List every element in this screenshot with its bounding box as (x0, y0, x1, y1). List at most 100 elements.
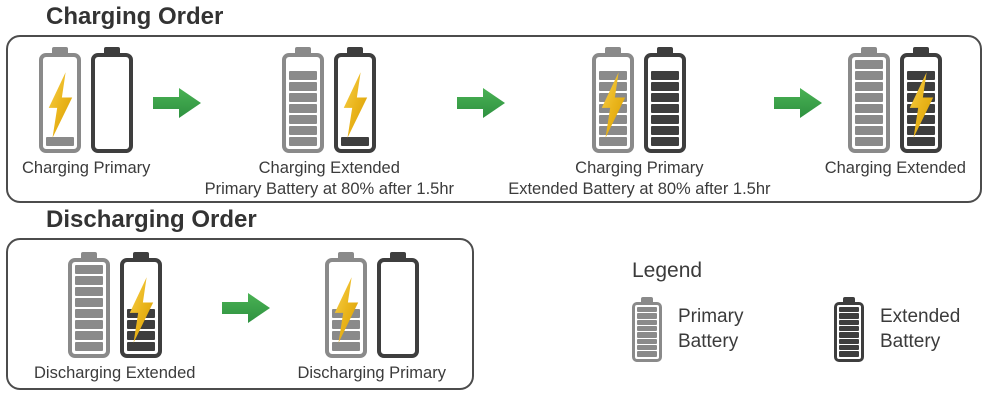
battery-body (67, 257, 110, 358)
battery-segment (907, 70, 936, 80)
battery-segment (127, 276, 155, 285)
battery-segment (127, 287, 155, 296)
battery-segment (289, 81, 318, 91)
charging-order-title: Charging Order (46, 3, 224, 30)
battery-segment (907, 92, 936, 102)
battery-body (324, 257, 367, 358)
battery-segment (855, 125, 884, 135)
battery-segment (384, 265, 412, 274)
charging-stage-1: Charging Primary (22, 46, 151, 178)
arrow-right-icon (153, 86, 202, 125)
battery-body (834, 301, 864, 362)
battery-segment (839, 319, 859, 325)
extended-battery-icon (644, 46, 687, 153)
battery-segment (599, 114, 628, 124)
battery-segment (839, 332, 859, 338)
battery-body (632, 301, 662, 362)
battery-segment (839, 325, 859, 332)
battery-segment (599, 70, 628, 80)
battery-terminal (605, 46, 622, 53)
battery-segment (74, 330, 103, 340)
battery-segment (651, 114, 680, 124)
legend-item-label: Primary Battery (678, 306, 744, 353)
battery-segment (907, 103, 936, 113)
stage-label: Discharging Primary (297, 363, 446, 382)
extended-battery-icon (91, 46, 134, 153)
extended-battery-icon (834, 296, 864, 362)
battery-segment (98, 104, 126, 113)
battery-segment (599, 136, 628, 146)
battery-terminal (657, 46, 674, 53)
discharging-order-panel: Discharging Extended Discharging Primary (6, 237, 474, 390)
battery-segment (341, 136, 370, 146)
battery-body (848, 52, 891, 153)
legend-item-primary: Primary Battery (632, 296, 770, 362)
battery-segment (907, 136, 936, 146)
legend-item-label: Extended Battery (880, 306, 961, 353)
battery-segment (651, 81, 680, 91)
battery-terminal (843, 296, 855, 302)
primary-battery-icon (282, 46, 325, 153)
battery-segment (341, 93, 369, 102)
battery-segment (46, 136, 75, 146)
arrow-right-icon (222, 291, 271, 330)
battery-segment (341, 126, 369, 135)
battery-pair (39, 46, 134, 153)
battery-segment (98, 82, 126, 91)
battery-pair (282, 46, 377, 153)
stage-label: Charging Primary (22, 158, 151, 177)
battery-segment (98, 71, 126, 80)
primary-battery-icon (67, 251, 110, 358)
battery-segment (98, 126, 126, 135)
battery-segment (839, 345, 859, 351)
battery-segment (74, 275, 103, 285)
legend-title: Legend (632, 258, 703, 282)
battery-segment (289, 136, 318, 146)
battery-segment (341, 115, 369, 124)
battery-segment (384, 342, 412, 351)
battery-segment (599, 60, 627, 69)
battery-segment (98, 93, 126, 102)
battery-segment (341, 82, 369, 91)
battery-body (39, 52, 82, 153)
discharging-section: Discharging Order Discharging Extended (0, 203, 474, 390)
battery-segment (289, 114, 318, 124)
battery-segment (46, 115, 74, 124)
battery-segment (599, 92, 628, 102)
arrow-right-icon (457, 86, 506, 125)
battery-segment (74, 286, 103, 296)
battery-segment (651, 103, 680, 113)
battery-segment (127, 298, 155, 307)
battery-body (334, 52, 377, 153)
battery-segment (384, 298, 412, 307)
battery-terminal (337, 251, 354, 258)
battery-segment (46, 71, 74, 80)
battery-terminal (389, 251, 406, 258)
primary-battery-icon (632, 296, 662, 362)
battery-body (644, 52, 687, 153)
battery-segment (384, 331, 412, 340)
battery-terminal (132, 251, 149, 258)
battery-segment (855, 70, 884, 80)
battery-segment (907, 125, 936, 135)
battery-segment (331, 319, 360, 329)
battery-segment (907, 60, 935, 69)
legend-items: Primary Battery Extended Battery (632, 296, 972, 362)
battery-terminal (913, 46, 930, 53)
battery-segment (637, 332, 657, 338)
primary-battery-icon (848, 46, 891, 153)
battery-body (282, 52, 325, 153)
battery-segment (126, 319, 155, 329)
battery-segment (599, 81, 628, 91)
battery-segment (637, 345, 657, 351)
battery-segment (651, 60, 679, 69)
battery-segment (74, 297, 103, 307)
battery-segment (384, 309, 412, 318)
battery-segment (289, 125, 318, 135)
battery-segment (289, 70, 318, 80)
battery-segment (384, 276, 412, 285)
battery-segment (637, 351, 657, 357)
battery-pair (67, 251, 162, 358)
battery-segment (46, 93, 74, 102)
legend: Legend Primary Battery Extended Battery (632, 259, 972, 362)
